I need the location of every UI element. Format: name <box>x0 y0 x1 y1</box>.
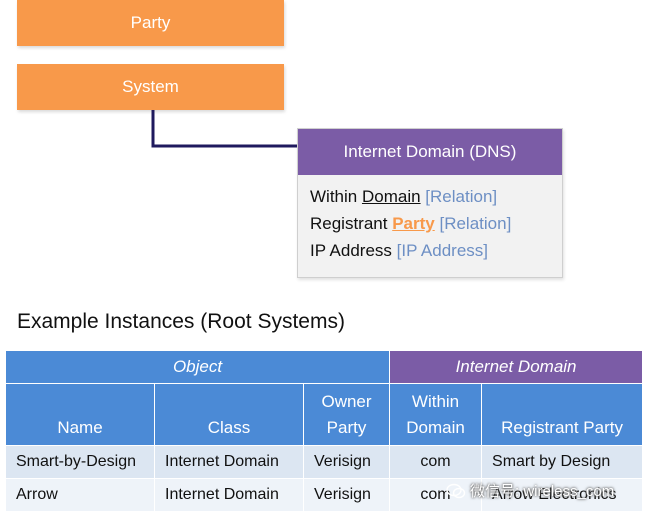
table-cell: Verisign <box>302 478 391 512</box>
group-internet-domain: Internet Domain <box>389 350 644 384</box>
attribute-prefix: IP Address <box>310 241 397 260</box>
internet-domain-class-box: Internet Domain (DNS) Within Domain [Rel… <box>297 128 563 278</box>
attribute-prefix: Registrant <box>310 214 393 233</box>
column-header-within-domain: Within Domain <box>389 383 483 446</box>
attribute-ip-address: IP Address [IP Address] <box>310 237 562 264</box>
system-box: System <box>17 64 284 110</box>
class-title: Internet Domain (DNS) <box>343 142 517 161</box>
attribute-registrant-party: Registrant Party [Relation] <box>310 210 562 237</box>
watermark: 微信号: wireless_com <box>446 480 614 501</box>
attribute-within-domain: Within Domain [Relation] <box>310 183 562 210</box>
column-header-row: Name Class Owner Party Within Domain Reg… <box>5 383 644 446</box>
table-cell: Arrow <box>5 478 155 512</box>
attribute-type: [Relation] <box>425 187 498 206</box>
attribute-ref-domain: Domain <box>361 187 421 206</box>
table-row: Arrow Internet Domain Verisign com Arrow… <box>5 478 644 512</box>
table-cell: Smart by Design <box>481 445 644 479</box>
table-cell: Verisign <box>302 445 391 479</box>
class-header: Internet Domain (DNS) <box>298 129 562 175</box>
system-label: System <box>122 77 179 96</box>
column-header-registrant-party: Registrant Party <box>481 383 644 446</box>
example-instances-title: Example Instances (Root Systems) <box>17 310 345 333</box>
column-header-name: Name <box>5 383 155 446</box>
attribute-type: [IP Address] <box>396 241 488 260</box>
table-cell: Smart-by-Design <box>5 445 155 479</box>
connector-line <box>151 110 297 148</box>
watermark-text: 微信号: wireless_com <box>470 483 615 500</box>
table-cell: Arrow Electronics <box>481 478 644 512</box>
table-cell: com <box>389 445 483 479</box>
table-cell: Internet Domain <box>154 445 304 479</box>
column-header-class: Class <box>154 383 304 446</box>
column-header-owner-party: Owner Party <box>302 383 391 446</box>
attribute-prefix: Within <box>310 187 362 206</box>
table-cell: com <box>389 478 483 512</box>
class-attributes: Within Domain [Relation] Registrant Part… <box>298 175 562 264</box>
wechat-icon <box>446 483 466 498</box>
table-cell: Internet Domain <box>154 478 304 512</box>
group-header-row: Object Internet Domain <box>4 350 644 384</box>
group-object: Object <box>4 350 391 384</box>
instances-table: Object Internet Domain Name Class Owner … <box>4 350 644 512</box>
party-label: Party <box>130 13 171 32</box>
table-row: Smart-by-Design Internet Domain Verisign… <box>5 445 644 479</box>
attribute-type: [Relation] <box>439 214 512 233</box>
party-box: Party <box>17 0 284 46</box>
attribute-ref-party: Party <box>392 214 435 233</box>
